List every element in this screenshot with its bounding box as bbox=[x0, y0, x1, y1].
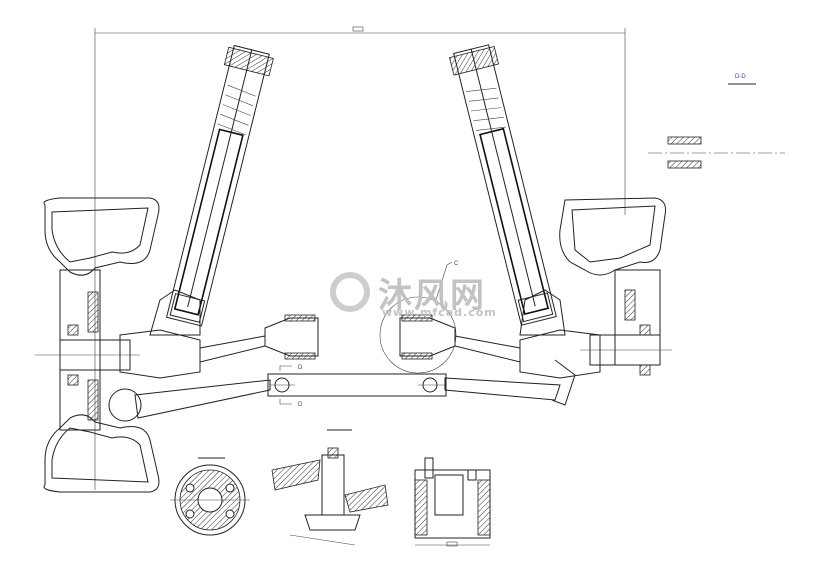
bracket-detail-view bbox=[414, 457, 491, 547]
left-strut bbox=[165, 44, 274, 327]
tie-bar: D D bbox=[267, 365, 447, 408]
section-d-d-view: D-D bbox=[648, 74, 785, 169]
right-strut bbox=[449, 44, 557, 326]
right-drive-shaft bbox=[399, 314, 601, 379]
watermark-logo-icon bbox=[330, 272, 370, 312]
right-wheel-tire bbox=[559, 197, 672, 376]
section-label-d-d: D-D bbox=[735, 74, 746, 80]
left-wheel-tire bbox=[35, 197, 160, 493]
flange-detail-view bbox=[170, 457, 250, 536]
watermark-url: www.mfcad.com bbox=[382, 306, 497, 319]
lower-control-arm bbox=[134, 359, 576, 419]
right-knuckle-bracket bbox=[519, 289, 566, 336]
section-cut-label-bottom: D bbox=[298, 402, 303, 408]
left-knuckle-bracket bbox=[149, 289, 201, 336]
detail-label-c: C bbox=[454, 261, 459, 267]
left-drive-shaft bbox=[119, 314, 319, 379]
section-cut-label-top: D bbox=[298, 365, 303, 371]
watermark-brand: 沐风网 bbox=[378, 276, 486, 316]
ball-joint-detail-view bbox=[271, 429, 389, 546]
overall-dimension bbox=[94, 26, 626, 490]
detail-c-callout: C bbox=[379, 261, 459, 374]
